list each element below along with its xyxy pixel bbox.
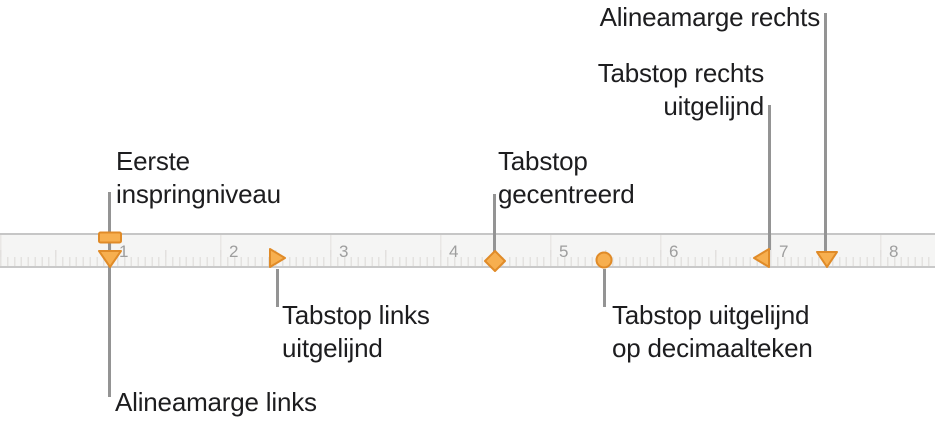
ruler-number-2: 2	[229, 242, 239, 261]
right-margin-marker[interactable]	[815, 250, 839, 269]
label-tab-decimal: Tabstop uitgelijnd op decimaalteken	[612, 300, 813, 363]
label-first-indent: Eerste inspringniveau	[116, 146, 281, 209]
ruler-number-7: 7	[779, 242, 789, 261]
ruler-number-3: 3	[339, 242, 349, 261]
callout-line-left-tab	[276, 269, 279, 307]
left-tab-stop-marker[interactable]	[267, 247, 287, 269]
callout-line-center-tab	[493, 194, 496, 252]
callout-line-decimal-tab	[603, 269, 606, 307]
label-tab-left-aligned: Tabstop links uitgelijnd	[282, 300, 430, 363]
label-tab-centered: Tabstop gecentreerd	[498, 146, 635, 209]
callout-line-right-tab	[768, 105, 771, 250]
label-paragraph-margin-left: Alineamarge links	[115, 387, 317, 417]
ruler-number-1: 1	[119, 242, 129, 261]
label-tab-right-aligned: Tabstop rechts uitgelijnd	[597, 58, 764, 121]
decimal-tab-stop-marker[interactable]	[594, 250, 614, 270]
callout-line-right-margin	[824, 13, 827, 253]
first-line-indent-marker[interactable]	[97, 231, 123, 245]
ruler-number-8: 8	[889, 242, 899, 261]
ruler-sixteenth-ticks	[0, 257, 935, 266]
right-tab-stop-marker[interactable]	[752, 247, 772, 269]
label-paragraph-margin-right: Alineamarge rechts	[599, 2, 821, 32]
ruler-number-4: 4	[449, 242, 459, 261]
ruler[interactable]: 1 2 3 4 5 6 7 8	[0, 233, 935, 268]
left-margin-marker[interactable]	[97, 249, 123, 269]
ruler-number-5: 5	[559, 242, 569, 261]
ruler-number-6: 6	[669, 242, 679, 261]
callout-line-first-indent-and-left-margin	[108, 192, 111, 397]
center-tab-stop-marker[interactable]	[483, 249, 507, 273]
